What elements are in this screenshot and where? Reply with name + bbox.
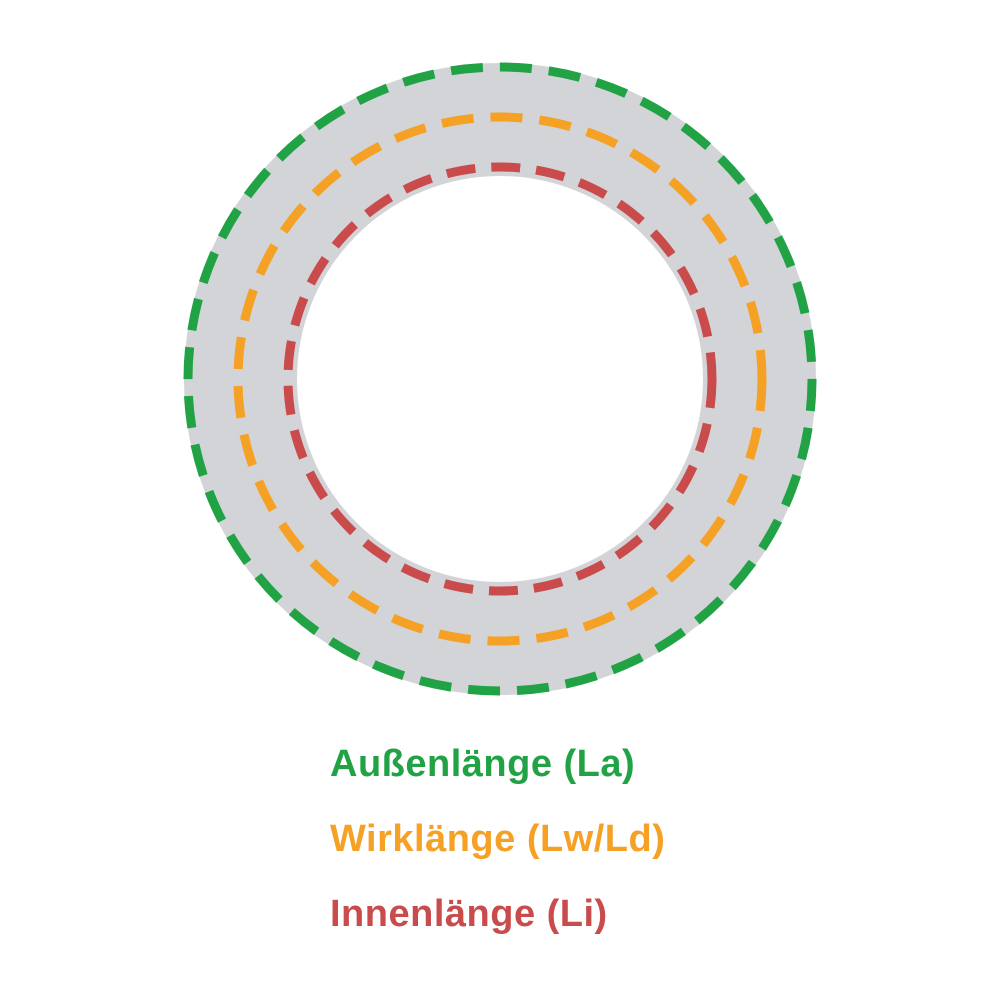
outer-length-circle	[183, 62, 817, 696]
effective-length-circle	[233, 112, 767, 646]
inner-length-circle	[283, 162, 717, 596]
legend-outer-length-label: Außenlänge (La)	[330, 743, 635, 785]
belt-body-ring	[184, 63, 816, 695]
legend-inner-length-label: Innenlänge (Li)	[330, 893, 608, 935]
legend-effective-length-label: Wirklänge (Lw/Ld)	[330, 818, 665, 860]
